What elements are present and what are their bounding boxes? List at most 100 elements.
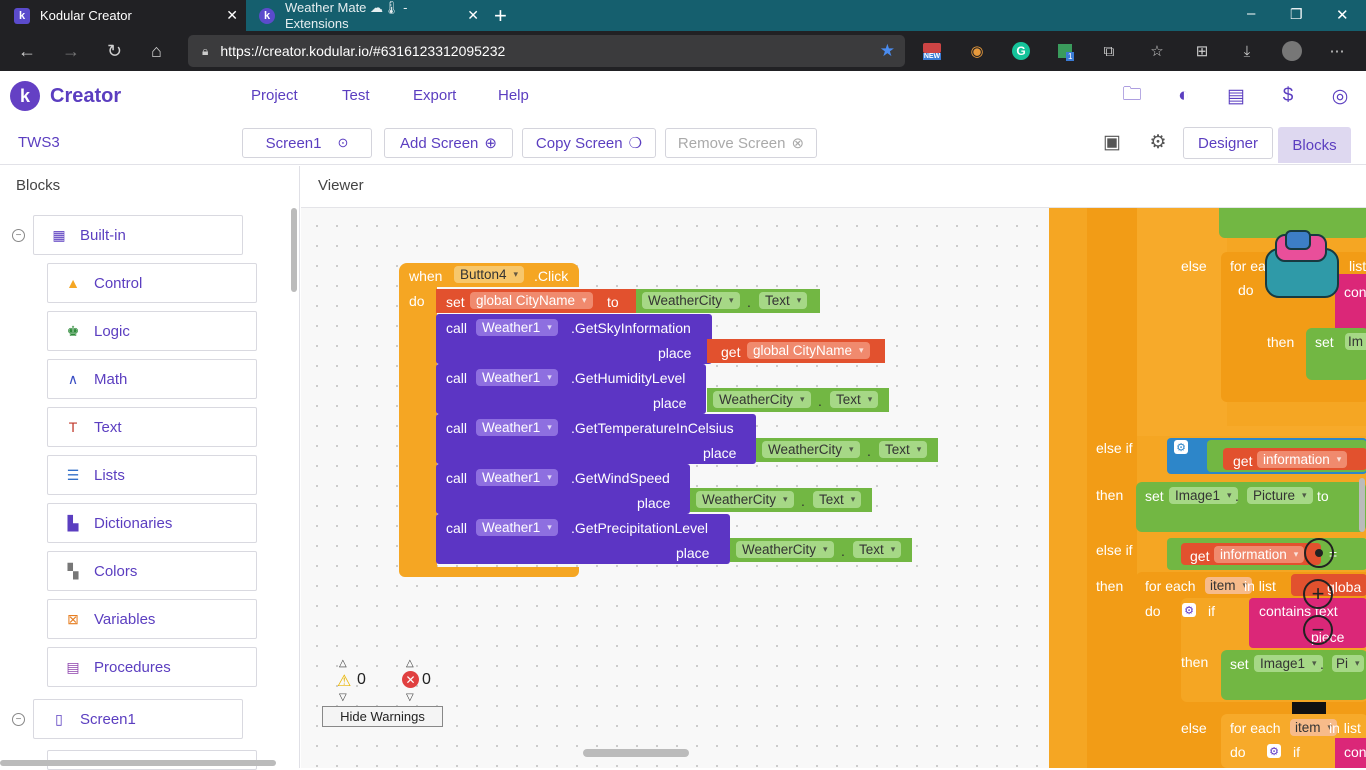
screen-select-dropdown[interactable]: Screen1 ⊙ [242, 128, 372, 158]
copy-screen-button[interactable]: Copy Screen ❍ [522, 128, 656, 158]
add-screen-button[interactable]: Add Screen ⊕ [384, 128, 513, 158]
forward-icon[interactable]: → [62, 41, 80, 61]
property-dropdown[interactable]: Text [813, 491, 862, 508]
workspace-vertical-scrollbar[interactable] [1359, 478, 1365, 532]
menu-help[interactable]: Help [498, 87, 529, 104]
kodular-logo-icon[interactable]: k [10, 81, 40, 111]
palette-horizontal-scrollbar[interactable] [0, 760, 276, 766]
screen1-tree-item[interactable]: ▯ Screen1 [33, 699, 243, 739]
menu-project[interactable]: Project [251, 87, 298, 104]
back-icon[interactable]: ← [18, 41, 36, 61]
variable-dropdown[interactable]: global CityName [747, 342, 870, 359]
collections-icon[interactable]: ⊞ [1195, 43, 1209, 60]
weather-component-dropdown[interactable]: Weather1 [476, 519, 558, 536]
image-dropdown[interactable]: Im [1345, 333, 1366, 350]
component-dropdown[interactable]: WeatherCity [713, 391, 811, 408]
workspace-horizontal-scrollbar[interactable] [583, 749, 689, 757]
extensions-puzzle-icon[interactable]: ⧉ [1103, 42, 1115, 60]
weather-component-dropdown[interactable]: Weather1 [476, 419, 558, 436]
settings-gear-icon[interactable]: ⚙ [1149, 131, 1167, 153]
favorites-icon[interactable]: ☆ [1150, 43, 1164, 60]
close-window-button[interactable]: ✕ [1336, 7, 1349, 24]
address-bar[interactable]: 🔒︎ https://creator.kodular.io/#631612331… [188, 35, 905, 67]
category-logic[interactable]: ♚Logic [47, 311, 257, 351]
reload-icon[interactable]: ↻ [107, 41, 123, 61]
collapse-builtin-icon[interactable]: − [12, 229, 25, 242]
extension-flag-icon[interactable]: 1 [1054, 40, 1076, 62]
image1-dropdown[interactable]: Image1 [1254, 655, 1323, 672]
maximize-button[interactable]: ❐ [1290, 6, 1303, 22]
item-variable[interactable]: item [1290, 719, 1338, 736]
category-colors[interactable]: ▚Colors [47, 551, 257, 591]
event-block-body[interactable] [399, 287, 437, 567]
grammarly-icon[interactable]: G [1010, 40, 1032, 62]
close-tab-icon[interactable]: ✕ [226, 7, 238, 23]
category-procedures[interactable]: ▤Procedures [47, 647, 257, 687]
workspace-canvas[interactable]: when Button4 .Click do set global CityNa… [301, 208, 1366, 768]
mutator-gear-icon[interactable]: ⚙ [1174, 440, 1188, 454]
warning-up-arrow-icon[interactable]: △ [339, 658, 347, 669]
extension-new-icon[interactable]: NEW [921, 40, 943, 62]
error-down-arrow-icon[interactable]: ▽ [406, 692, 414, 703]
component-dropdown[interactable]: Button4 [454, 266, 525, 283]
more-menu-icon[interactable]: ⋯ [1329, 43, 1345, 60]
menu-export[interactable]: Export [413, 87, 457, 104]
palette-scrollbar[interactable] [291, 208, 297, 292]
zoom-in-icon[interactable]: + [1303, 579, 1333, 609]
category-variables[interactable]: ⊠Variables [47, 599, 257, 639]
tab-weather-mate[interactable]: k Weather Mate ☁🌡 - Extensions ✕ [247, 0, 487, 31]
billing-dollar-icon[interactable]: $ [1282, 85, 1294, 106]
weather-component-dropdown[interactable]: Weather1 [476, 369, 558, 386]
minimize-button[interactable]: – [1247, 5, 1256, 22]
theme-palette-icon[interactable]: ◐ [1178, 85, 1190, 106]
recenter-crosshair-icon[interactable] [1304, 538, 1334, 568]
builtin-category[interactable]: ▦ Built-in [33, 215, 243, 255]
variable-dropdown[interactable]: global CityName [470, 292, 593, 309]
close-tab-icon[interactable]: ✕ [467, 7, 479, 23]
category-dictionaries[interactable]: ▙Dictionaries [47, 503, 257, 543]
category-lists[interactable]: ☰Lists [47, 455, 257, 495]
blocks-button[interactable]: Blocks [1278, 127, 1351, 163]
component-dropdown[interactable]: WeatherCity [762, 441, 860, 458]
information-dropdown[interactable]: information [1214, 546, 1305, 563]
brand-name[interactable]: Creator [50, 85, 122, 107]
import-folder-icon[interactable]: 🗀︎ [1122, 84, 1142, 105]
category-math[interactable]: ∧Math [47, 359, 257, 399]
collapse-screen-icon[interactable]: − [12, 713, 25, 726]
weather-component-dropdown[interactable]: Weather1 [476, 319, 558, 336]
component-dropdown[interactable]: WeatherCity [642, 292, 740, 309]
gallery-icon[interactable]: ▣ [1103, 131, 1121, 153]
item-variable[interactable]: item [1205, 577, 1253, 594]
designer-button[interactable]: Designer [1183, 127, 1273, 159]
new-tab-button[interactable]: + [494, 3, 507, 28]
hide-warnings-button[interactable]: Hide Warnings [322, 706, 443, 727]
image1-dropdown[interactable]: Image1 [1169, 487, 1238, 504]
property-dropdown[interactable]: Text [853, 541, 902, 558]
condition-block[interactable] [1335, 738, 1366, 768]
property-dropdown[interactable]: Text [879, 441, 928, 458]
home-icon[interactable]: ⌂ [151, 41, 162, 61]
profile-avatar-icon[interactable] [1281, 40, 1303, 62]
extension-eyes-icon[interactable]: ◉ [970, 43, 984, 60]
warning-down-arrow-icon[interactable]: ▽ [339, 692, 347, 703]
nested-else-block[interactable] [1137, 208, 1227, 426]
information-dropdown[interactable]: information [1257, 451, 1348, 468]
favorite-star-icon[interactable]: ★ [879, 41, 895, 60]
mutator-gear-icon[interactable]: ⚙ [1182, 603, 1196, 617]
library-icon[interactable]: ▤ [1227, 85, 1245, 107]
mutator-gear-icon[interactable]: ⚙ [1267, 744, 1281, 758]
account-icon[interactable]: ◎ [1331, 85, 1349, 107]
zoom-out-icon[interactable]: − [1303, 615, 1333, 645]
menu-test[interactable]: Test [342, 87, 370, 104]
property-dropdown[interactable]: Text [830, 391, 879, 408]
remove-screen-button[interactable]: Remove Screen ⊗ [665, 128, 817, 158]
downloads-icon[interactable]: ⤓ [1243, 42, 1251, 60]
condition-block[interactable] [1335, 274, 1366, 332]
component-dropdown[interactable]: WeatherCity [696, 491, 794, 508]
property-dropdown[interactable]: Text [759, 292, 808, 309]
picture-dropdown[interactable]: Picture [1247, 487, 1313, 504]
tab-kodular-creator[interactable]: k Kodular Creator ✕ [0, 0, 246, 31]
component-dropdown[interactable]: WeatherCity [736, 541, 834, 558]
category-control[interactable]: ▲Control [47, 263, 257, 303]
